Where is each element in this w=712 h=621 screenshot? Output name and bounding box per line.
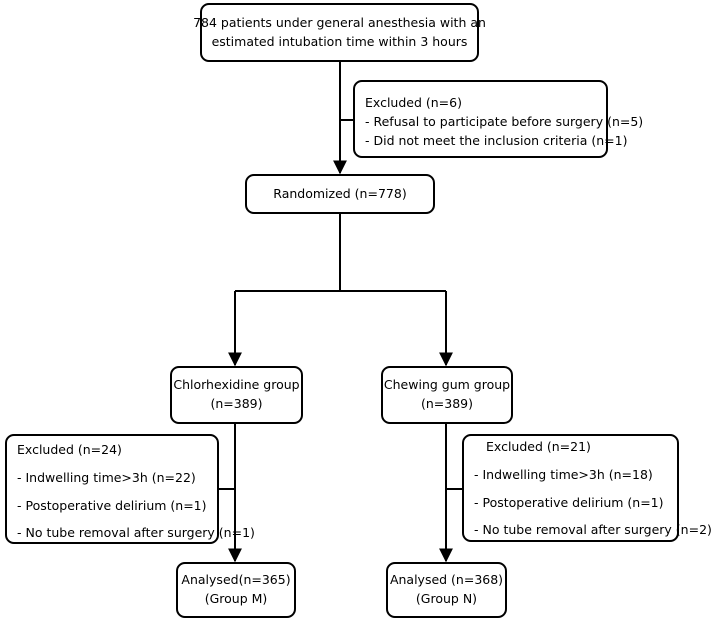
randomized-box: Randomized (n=778) <box>245 174 435 214</box>
excluded-pre-title: Excluded (n=6) <box>365 95 462 110</box>
excluded-n-item: - Postoperative delirium (n=1) <box>474 494 664 510</box>
excluded-n-item: - No tube removal after surgery (n=2) <box>474 522 712 538</box>
chewing-gum-line-2: (n=389) <box>420 396 473 411</box>
chewing-gum-line-1: Chewing gum group <box>383 377 511 393</box>
excluded-pre-item: - Refusal to participate before surgery … <box>365 113 644 129</box>
enrolled-box: 784 patients under general anesthesia wi… <box>193 3 486 62</box>
excluded-m-title: Excluded (n=24) <box>17 442 122 457</box>
excluded-n-item: - Indwelling time>3h (n=18) <box>474 466 653 482</box>
enrolled-line-1: 784 patients under general anesthesia wi… <box>193 14 486 30</box>
chlorhexidine-line-2: (n=389) <box>210 396 263 411</box>
excluded-m-item: - Indwelling time>3h (n=22) <box>17 469 196 485</box>
connector-layer <box>218 62 462 563</box>
chlorhexidine-line-1: Chlorhexidine group <box>173 377 300 393</box>
excluded-m-item: - No tube removal after surgery (n=1) <box>17 525 255 541</box>
excluded-n-title: Excluded (n=21) <box>486 439 591 454</box>
excluded-m-box: Excluded (n=24) - Indwelling time>3h (n=… <box>5 434 255 544</box>
chewing-gum-group-box: Chewing gum group (n=389) <box>381 366 513 424</box>
chlorhexidine-group-box: Chlorhexidine group (n=389) <box>170 366 303 424</box>
analysed-m-line-2: (Group M) <box>204 591 268 606</box>
analysed-n-box: Analysed (n=368) (Group N) <box>386 562 507 618</box>
analysed-m-line-1: Analysed(n=365) <box>181 572 291 588</box>
excluded-pre-item: - Did not meet the inclusion criteria (n… <box>365 132 628 148</box>
analysed-n-line-1: Analysed (n=368) <box>389 572 504 588</box>
randomized-label: Randomized (n=778) <box>273 185 407 201</box>
analysed-n-line-2: (Group N) <box>415 591 478 606</box>
excluded-n-box: Excluded (n=21) - Indwelling time>3h (n=… <box>462 434 712 542</box>
excluded-m-item: - Postoperative delirium (n=1) <box>17 497 207 513</box>
analysed-m-box: Analysed(n=365) (Group M) <box>176 562 296 618</box>
enrolled-line-2: estimated intubation time within 3 hours <box>211 33 468 49</box>
excluded-pre-box: Excluded (n=6) - Refusal to participate … <box>353 80 644 158</box>
